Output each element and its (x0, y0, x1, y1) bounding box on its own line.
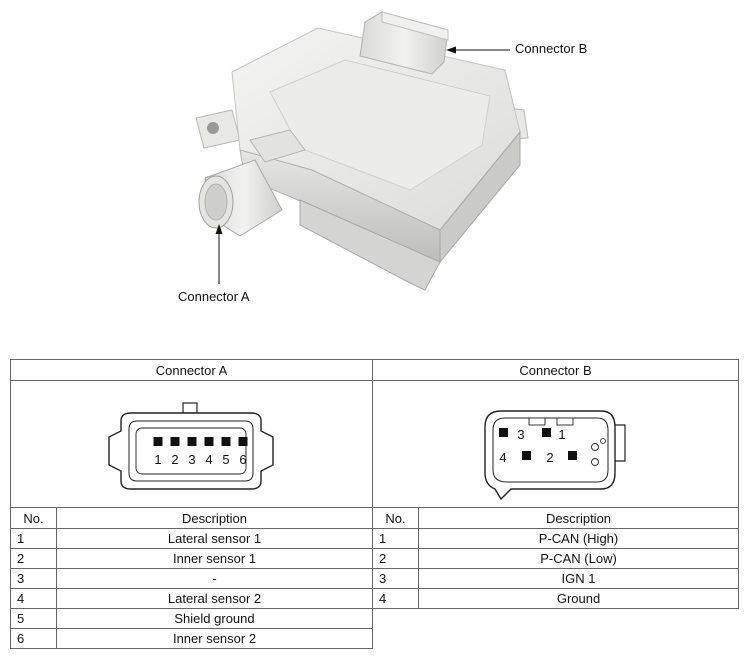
connector-a-pin-label: 5 (222, 452, 229, 467)
connector-b-pin-label: 2 (546, 450, 553, 465)
connector-b-header: Connector B (372, 359, 740, 381)
connector-a-pin-3 (187, 437, 197, 446)
connector-b-pin-1 (542, 428, 552, 437)
connector-b-pin-label: 4 (499, 450, 506, 465)
connector-a-col-description: Description (55, 507, 374, 529)
connector-b-pin-desc: P-CAN (Low) (418, 548, 740, 569)
connector-a-pin-desc: Inner sensor 1 (55, 548, 374, 569)
table-row: 5 Shield ground (10, 608, 739, 649)
connector-a-pin-desc: - (55, 568, 374, 589)
connector-a-col-no: No. (10, 507, 57, 529)
empty-cell (372, 608, 739, 649)
table-row: 2 Inner sensor 1 2 P-CAN (Low) (10, 548, 740, 569)
connector-b-pin-no: 3 (372, 568, 420, 589)
connector-a-pin-desc: Inner sensor 2 (55, 628, 374, 649)
connector-a-pin-6 (238, 437, 248, 446)
connector-b-diagram: 3 1 4 2 (484, 410, 626, 501)
connector-b-pin-desc: IGN 1 (418, 568, 740, 589)
module-photo (195, 11, 529, 291)
connector-b-callout: Connector B (515, 41, 588, 56)
connector-a-pin-no: 5 (10, 608, 57, 629)
connector-a-pin-no: 6 (10, 628, 57, 649)
connector-a-pin-label: 2 (171, 452, 178, 467)
connector-b-pin-4 (522, 451, 532, 460)
connector-a-pin-4 (204, 437, 214, 446)
table-row: 1 Lateral sensor 1 1 P-CAN (High) (10, 528, 740, 549)
connector-a-pin-label: 4 (205, 452, 212, 467)
connector-b-pin-no: 2 (372, 548, 420, 569)
connector-a-callout: Connector A (178, 289, 250, 304)
connector-a-pin-desc: Shield ground (55, 608, 374, 629)
connector-b-pin-3 (499, 428, 509, 437)
connector-b-col-no: No. (372, 507, 420, 529)
connector-b-col-description: Description (418, 507, 740, 529)
connector-a-pin-label: 1 (154, 452, 161, 467)
connector-a-pin-label: 3 (188, 452, 195, 467)
connector-a-pin-5 (221, 437, 231, 446)
connector-b-pin-no: 1 (372, 528, 420, 549)
connector-b-pin-desc: P-CAN (High) (418, 528, 740, 549)
table-row: 4 Lateral sensor 2 4 Ground (10, 588, 740, 609)
connector-a-pin-desc: Lateral sensor 1 (55, 528, 374, 549)
connector-a-plug (198, 159, 283, 237)
connector-a-pin-no: 3 (10, 568, 57, 589)
connector-a-pin-label: 6 (239, 452, 246, 467)
connector-b-arrow (446, 46, 510, 54)
table-row: 3 - 3 IGN 1 (10, 568, 740, 589)
connector-a-pin-desc: Lateral sensor 2 (55, 588, 374, 609)
connector-a-pin-1 (153, 437, 163, 446)
connector-b-pin-label: 3 (517, 427, 524, 442)
connector-a-pin-no: 1 (10, 528, 57, 549)
connector-a-header: Connector A (9, 359, 374, 381)
connector-b-pin-label: 1 (558, 427, 565, 442)
connector-b-pin-no: 4 (372, 588, 420, 609)
connector-a-pin-2 (170, 437, 180, 446)
connector-b-pin-desc: Ground (418, 588, 740, 609)
connector-b-pin-2 (568, 451, 578, 460)
connector-a-pin-no: 4 (10, 588, 57, 609)
connector-a-pin-no: 2 (10, 548, 57, 569)
connector-b-face: 3 1 4 2 (372, 380, 740, 508)
module-body (195, 11, 529, 291)
connector-a-arrow (215, 224, 223, 284)
table-row: 6 Inner sensor 2 (10, 628, 739, 649)
